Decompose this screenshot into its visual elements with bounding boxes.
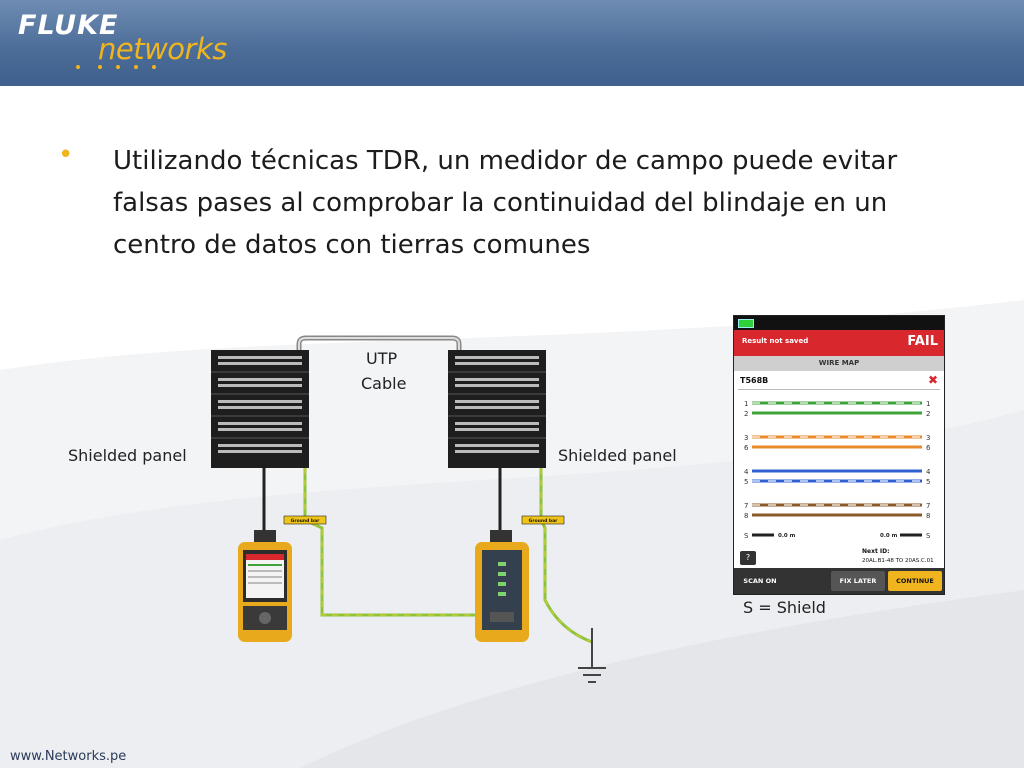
left-ground-bar-label: Ground bar <box>291 518 320 524</box>
right-shielded-panel <box>448 350 546 468</box>
pin-2-right: 2 <box>926 410 930 418</box>
pin-4-left: 4 <box>744 468 749 476</box>
left-ground-bar <box>283 515 327 525</box>
shield-pin-right: S <box>926 532 931 540</box>
pin-6-left: 6 <box>744 444 749 452</box>
status-bar <box>734 316 944 330</box>
pin-4-right: 4 <box>926 468 931 476</box>
header-bar: FLUKE networks <box>0 0 1024 86</box>
continue-button[interactable]: CONTINUE <box>888 571 942 591</box>
right-panel-label: Shielded panel <box>558 446 677 465</box>
result-banner: Result not saved FAIL <box>734 330 944 356</box>
logo-fluke-text: FLUKE <box>18 10 119 41</box>
bullet-icon: • <box>58 140 74 170</box>
pin-5-right: 5 <box>926 478 930 486</box>
earth-ground-icon <box>578 628 606 683</box>
fail-text: FAIL <box>907 334 938 349</box>
left-shielded-panel <box>211 350 309 468</box>
bullet-text: Utilizando técnicas TDR, un medidor de c… <box>113 146 898 260</box>
pin-3-right: 3 <box>926 434 930 442</box>
utp-cable-label-line1: UTP <box>366 349 398 368</box>
scan-on-button[interactable]: SCAN ON <box>743 577 777 585</box>
logo-networks-text: networks <box>98 32 227 66</box>
right-ground-bar <box>521 515 565 525</box>
close-icon[interactable]: ✖ <box>927 373 938 387</box>
pin-7-left: 7 <box>744 502 748 510</box>
result-not-saved-text: Result not saved <box>742 337 809 345</box>
footer-url[interactable]: www.Networks.pe <box>10 749 127 764</box>
shield-length-right: 0.0 m <box>880 533 898 539</box>
pin-7-right: 7 <box>926 502 930 510</box>
tester-button-bar: SCAN ON FIX LATER CONTINUE <box>734 568 944 594</box>
network-diagram: Ground bar Ground bar <box>211 335 606 683</box>
pin-8-right: 8 <box>926 512 930 520</box>
battery-icon <box>738 319 754 328</box>
right-tester-remote-unit <box>475 530 529 642</box>
divider <box>738 389 940 390</box>
pin-1-right: 1 <box>926 400 930 408</box>
pin-2-left: 2 <box>744 410 748 418</box>
tester-wire-map-screen: Result not saved FAIL WIRE MAP T568B ✖ 1… <box>733 315 945 595</box>
pin-6-right: 6 <box>926 444 931 452</box>
ground-wire <box>303 468 593 644</box>
wire-map-title: WIRE MAP <box>734 356 944 371</box>
fix-later-button[interactable]: FIX LATER <box>831 571 885 591</box>
left-panel-label: Shielded panel <box>68 446 187 465</box>
shield-pin-left: S <box>744 532 749 540</box>
help-button[interactable]: ? <box>740 551 756 565</box>
next-id-value: 20AL.B1-48 TO 20AS.C.01 <box>862 558 934 564</box>
pin-5-left: 5 <box>744 478 748 486</box>
pin-8-left: 8 <box>744 512 748 520</box>
left-tester-main-unit <box>238 530 292 642</box>
logo-dots <box>76 65 166 75</box>
fluke-networks-logo: FLUKE networks <box>18 10 258 80</box>
utp-cable-label-line2: Cable <box>361 374 407 393</box>
shield-length-left: 0.0 m <box>778 533 796 539</box>
next-id-label: Next ID: <box>862 548 890 555</box>
pin-3-left: 3 <box>744 434 748 442</box>
standard-label: T568B <box>740 376 769 385</box>
pin-1-left: 1 <box>744 400 748 408</box>
shield-caption: S = Shield <box>743 598 826 617</box>
right-ground-bar-label: Ground bar <box>529 518 558 524</box>
